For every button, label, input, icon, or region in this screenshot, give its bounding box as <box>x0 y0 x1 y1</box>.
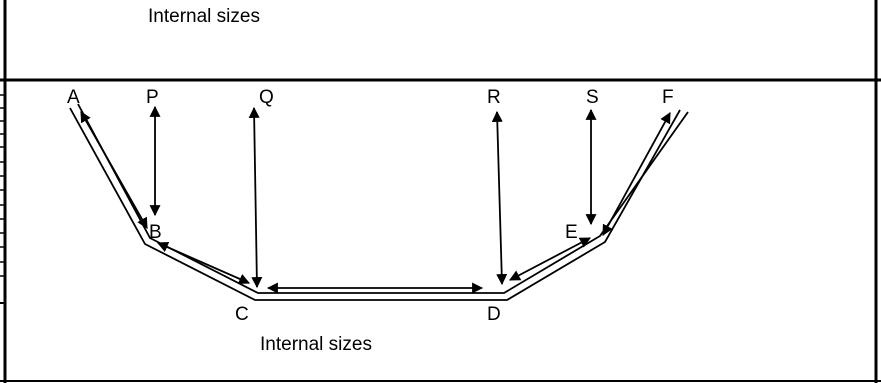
label-Q: Q <box>259 87 274 108</box>
dimension-arrows <box>80 105 671 294</box>
caption-bottom: Internal sizes <box>260 334 372 355</box>
arrow-R-D <box>491 110 508 286</box>
channel-profile <box>69 103 689 301</box>
label-A: A <box>67 87 80 108</box>
arrow-D-E <box>509 237 591 281</box>
label-D: D <box>487 304 501 325</box>
arrow-Q-C <box>248 106 263 289</box>
left-tick-marks <box>0 94 6 304</box>
arrow-A-B <box>80 111 148 229</box>
channel-outline-inner <box>77 103 689 294</box>
arrow-B-C <box>156 241 251 285</box>
caption-top: Internal sizes <box>148 6 260 27</box>
label-E: E <box>565 222 578 243</box>
label-P: P <box>146 87 159 108</box>
point-labels: A P Q R S F B E C D <box>67 87 674 325</box>
channel-outline-outer <box>69 107 681 301</box>
label-C: C <box>235 304 249 325</box>
label-B: B <box>149 222 162 243</box>
arrow-E-F <box>602 112 671 236</box>
label-F: F <box>662 87 674 108</box>
label-S: S <box>586 87 599 108</box>
label-R: R <box>487 87 501 108</box>
